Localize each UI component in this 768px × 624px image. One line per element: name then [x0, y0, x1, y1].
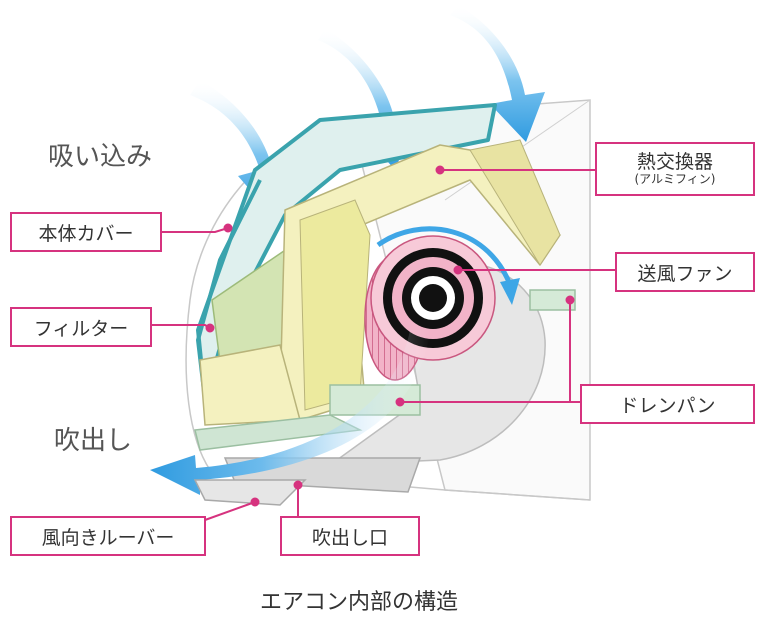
blower-fan: [364, 226, 520, 381]
label-heat-exchanger-sub: (アルミフィン): [634, 171, 716, 186]
label-body-cover: 本体カバー: [10, 212, 162, 252]
leader-dot-outlet-port: [293, 480, 303, 490]
label-louver: 風向きルーバー: [10, 516, 206, 556]
leader-louver: [204, 501, 256, 521]
leader-dot-filter: [205, 323, 215, 333]
label-heat-exchanger-main: 熱交換器: [636, 150, 713, 173]
heat-exchanger-body: [199, 139, 561, 426]
leader-dot-drain-pan-right: [565, 295, 575, 305]
leader-lines: [152, 165, 615, 521]
label-drain-pan: ドレンパン: [580, 384, 755, 424]
leader-dot-body-cover: [223, 223, 233, 233]
leader-body-cover: [162, 227, 229, 233]
leader-dot-louver: [250, 497, 260, 507]
leader-dot-drain-pan: [395, 397, 405, 407]
outlet-label: 吹出し: [54, 426, 133, 456]
suction-label: 吸い込み: [48, 142, 153, 172]
leader-dot-heat-exchanger: [435, 165, 445, 175]
outlet-airflow-arrow: [150, 330, 430, 495]
label-fan: 送風ファン: [615, 252, 755, 292]
louver-blade: [193, 479, 307, 506]
label-filter: フィルター: [10, 307, 152, 347]
diagram-caption: エアコン内部の構造: [260, 590, 459, 615]
label-heat-exchanger: 熱交換器 (アルミフィン): [595, 142, 755, 196]
leader-dot-fan: [453, 265, 463, 275]
label-outlet-port: 吹出し口: [280, 516, 420, 556]
